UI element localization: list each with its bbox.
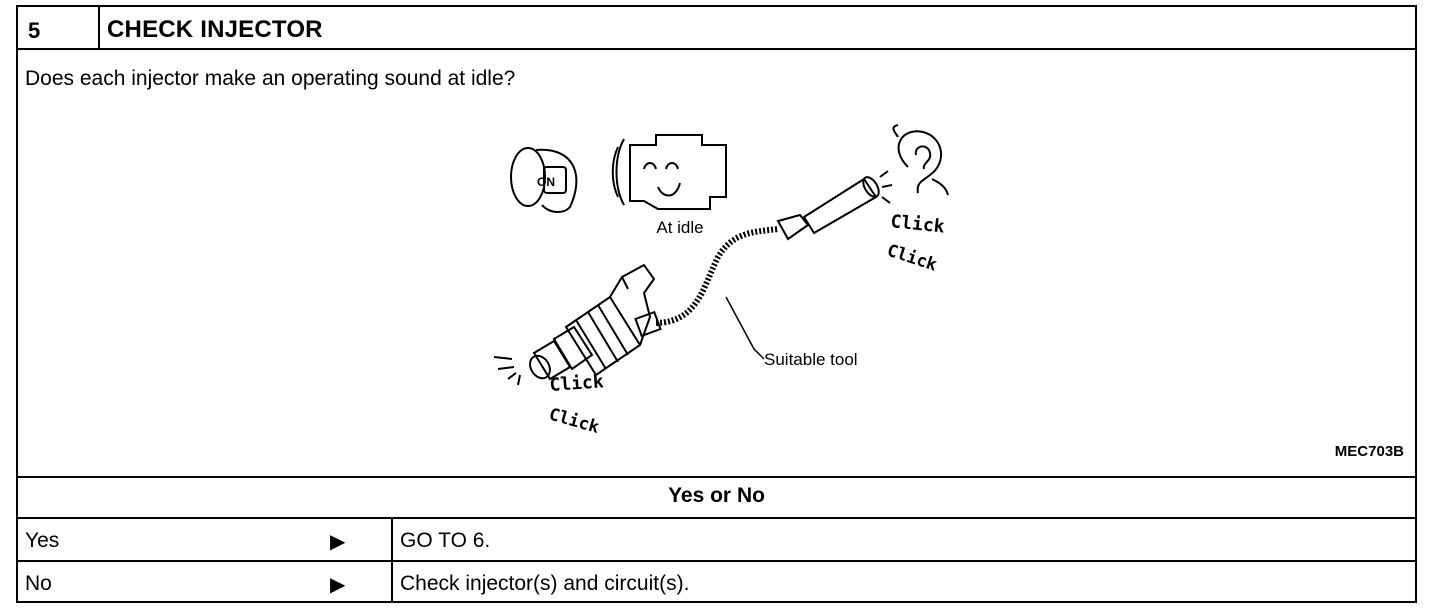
- answers-top-rule: [18, 517, 1415, 519]
- answer-no-action: Check injector(s) and circuit(s).: [400, 572, 690, 595]
- click-text: Click: [884, 241, 939, 276]
- header-rule: [18, 48, 1415, 50]
- engine-icon: [611, 134, 727, 210]
- injector-illustration: ON At idle Suitable tool Click Click Cli…: [493, 124, 949, 438]
- injector-icon: [529, 263, 662, 381]
- click-text: Click: [889, 211, 945, 238]
- key-label: ON: [537, 175, 555, 189]
- arrow-right-icon: ▶: [330, 574, 346, 596]
- answer-yes-action: GO TO 6.: [400, 529, 491, 552]
- step-question: Does each injector make an operating sou…: [25, 67, 516, 90]
- answers-middle-rule: [18, 560, 1415, 562]
- answer-yes-label: Yes: [25, 529, 60, 552]
- tube-icon: [655, 226, 779, 326]
- figure-code: MEC703B: [1334, 443, 1404, 460]
- answer-no-label: No: [25, 572, 52, 595]
- step-number: 5: [28, 18, 41, 43]
- ear-icon: [892, 124, 949, 196]
- answer-header: Yes or No: [668, 484, 765, 507]
- tool-label: Suitable tool: [764, 350, 858, 369]
- engine-label: At idle: [656, 218, 703, 237]
- diagnostic-step-table: 5 CHECK INJECTOR Does each injector make…: [16, 5, 1417, 603]
- click-text: Click: [547, 405, 602, 438]
- header-divider: [98, 7, 100, 50]
- step-title: CHECK INJECTOR: [107, 16, 323, 43]
- click-text: Click: [549, 371, 605, 396]
- question-rule: [18, 476, 1415, 478]
- arrow-right-icon: ▶: [330, 531, 346, 553]
- ignition-key-icon: [510, 147, 578, 213]
